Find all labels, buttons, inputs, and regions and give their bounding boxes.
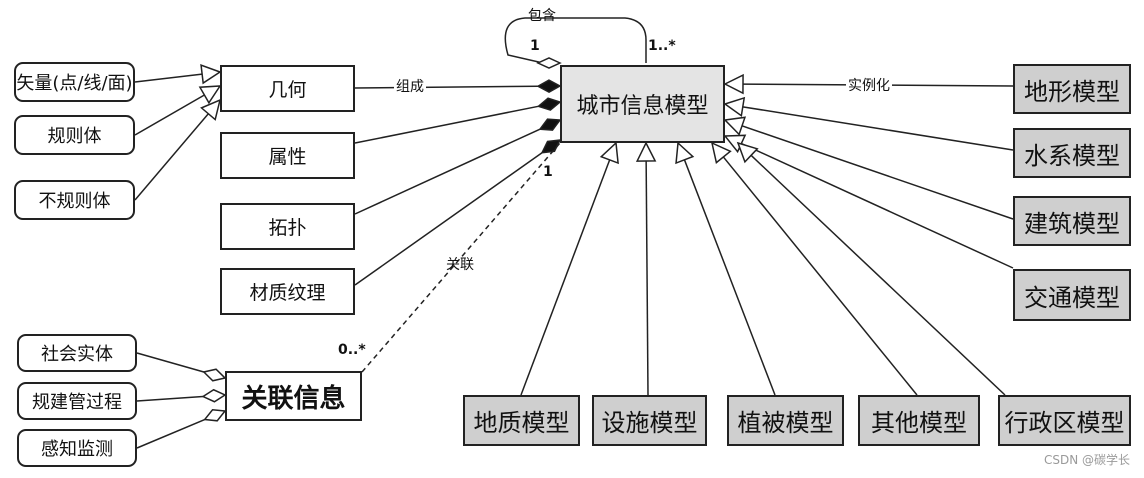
model-terrain: 地形模型: [1013, 64, 1131, 114]
aggregation-social-head: [202, 368, 227, 382]
multiplicity-loop-left: 1: [530, 38, 540, 54]
aggregation-social-line: [136, 352, 205, 373]
generalization-terrain-head: [723, 73, 744, 95]
model-geology: 地质模型: [463, 395, 580, 446]
component-topology: 拓扑: [220, 203, 355, 250]
composition-attribute-line: [354, 105, 539, 144]
source-social-entity: 社会实体: [17, 334, 137, 372]
model-other: 其他模型: [858, 395, 980, 446]
component-material-texture: 材质纹理: [220, 268, 355, 315]
generalization-vector-line: [134, 73, 203, 83]
model-vegetation: 植被模型: [727, 395, 844, 446]
generalization-other-head: [710, 141, 732, 164]
label-composition: 组成: [394, 79, 426, 95]
aggregation-sensing-line: [136, 418, 206, 449]
generalization-building-head: [723, 116, 747, 136]
generalization-vegetation-head: [675, 141, 695, 165]
composition-topology-head: [538, 118, 562, 131]
composition-material-line: [354, 152, 543, 286]
aggregation-sensing-head: [203, 408, 227, 422]
generalization-facility-line: [645, 160, 649, 396]
association-information: 关联信息: [225, 371, 362, 421]
geometry-type-vector: 矢量(点/线/面): [14, 62, 135, 102]
component-attribute: 属性: [220, 132, 355, 179]
watermark: CSDN @碳学长: [1043, 453, 1130, 467]
model-administrative-district: 行政区模型: [998, 395, 1131, 446]
composition-material-head: [540, 139, 562, 154]
generalization-regular-line: [134, 94, 205, 136]
generalization-building-line: [741, 125, 1014, 220]
association-connector: [361, 142, 561, 373]
component-geometry: 几何: [220, 65, 355, 112]
geometry-type-irregular-solid: 不规则体: [14, 180, 135, 220]
composition-topology-line: [354, 128, 541, 215]
generalization-water-line: [742, 106, 1014, 151]
generalization-other-line: [722, 156, 918, 396]
label-instantiation: 实例化: [846, 78, 892, 94]
model-building: 建筑模型: [1013, 196, 1131, 246]
generalization-traffic-line: [741, 142, 1014, 269]
generalization-vegetation-line: [683, 159, 776, 396]
generalization-irregular-head: [200, 98, 222, 121]
label-association: 关联: [446, 257, 474, 273]
model-facility: 设施模型: [592, 395, 707, 446]
generalization-water-head: [723, 96, 746, 118]
multiplicity-loop-right: 1..*: [648, 38, 676, 54]
composition-geometry-line: [354, 85, 539, 89]
aggregation-process-line: [136, 395, 204, 402]
source-planning-construction-process: 规建管过程: [17, 382, 137, 420]
source-sensing-monitoring: 感知监测: [17, 429, 137, 467]
self-loop-connector: [504, 17, 647, 64]
generalization-facility-head: [635, 141, 657, 162]
aggregation-process-head: [201, 388, 227, 403]
model-water-system: 水系模型: [1013, 128, 1131, 178]
generalization-regular-head: [198, 85, 222, 105]
self-loop-diamond: [536, 57, 562, 69]
composition-geometry-head: [536, 79, 562, 93]
multiplicity-composition-end: 1: [543, 164, 553, 180]
generalization-district-head: [736, 141, 759, 164]
geometry-type-regular-solid: 规则体: [14, 115, 135, 155]
composition-attribute-head: [536, 97, 562, 111]
generalization-geology-line: [520, 159, 611, 396]
multiplicity-association-end: 0..*: [338, 342, 366, 358]
generalization-irregular-line: [134, 113, 209, 201]
core-city-information-model: 城市信息模型: [560, 65, 725, 143]
label-self-loop: 包含: [528, 8, 556, 24]
generalization-geology-head: [599, 141, 619, 165]
generalization-district-line: [750, 154, 1006, 396]
model-traffic: 交通模型: [1013, 269, 1131, 321]
generalization-vector-head: [200, 64, 222, 85]
